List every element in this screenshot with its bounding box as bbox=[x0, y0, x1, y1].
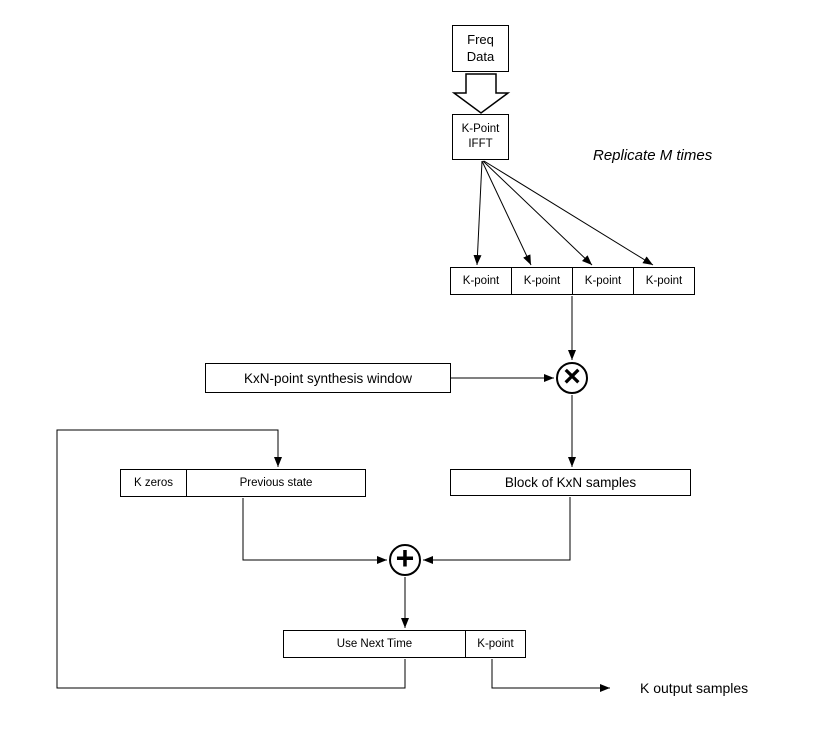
freq-data-box: Freq Data bbox=[452, 25, 509, 72]
replicate-note: Replicate M times bbox=[593, 147, 713, 164]
fan-connector-4 bbox=[483, 160, 654, 266]
ifft-box: K-Point IFFT bbox=[452, 114, 509, 160]
output-connector bbox=[491, 659, 610, 692]
previous-state-cell: Previous state bbox=[186, 470, 365, 496]
connector-state-to-plus bbox=[242, 498, 387, 564]
next-time-kpoint-cell: K-point bbox=[465, 631, 525, 657]
plus-icon: + bbox=[395, 540, 415, 576]
k-zeros-cell: K zeros bbox=[134, 477, 173, 489]
output-label: K output samples bbox=[640, 680, 749, 696]
synthesis-window-box: KxN-point synthesis window bbox=[205, 363, 451, 393]
ifft-output-cells: K-point K-point K-point K-point bbox=[450, 267, 695, 295]
feedback-connector bbox=[56, 429, 406, 689]
ifft-label-line1: K-Point bbox=[461, 123, 500, 136]
fan-connector-3 bbox=[482, 160, 593, 266]
freq-data-label-line1: Freq bbox=[467, 31, 494, 47]
multiply-icon: × bbox=[563, 360, 581, 393]
ifft-output-cell-3: K-point bbox=[572, 268, 633, 294]
freq-data-label-line2: Data bbox=[466, 48, 495, 64]
block-samples-box: Block of KxN samples bbox=[450, 469, 691, 496]
fan-connector-2 bbox=[481, 160, 532, 266]
ifft-output-cell-4: K-point bbox=[633, 268, 694, 294]
ifft-output-cell-2: K-point bbox=[511, 268, 572, 294]
use-next-time-cell: Use Next Time bbox=[336, 638, 413, 650]
connector-block-to-plus bbox=[423, 497, 571, 564]
ifft-label-line2: IFFT bbox=[468, 138, 493, 150]
plus-node: + bbox=[389, 540, 421, 576]
next-time-box: Use Next Time K-point bbox=[283, 630, 526, 658]
multiply-node: × bbox=[556, 362, 588, 394]
ifft-output-cell-1: K-point bbox=[462, 275, 500, 287]
fan-connector-1 bbox=[473, 160, 483, 266]
state-box: K zeros Previous state bbox=[120, 469, 366, 497]
block-arrow-icon bbox=[451, 73, 511, 114]
